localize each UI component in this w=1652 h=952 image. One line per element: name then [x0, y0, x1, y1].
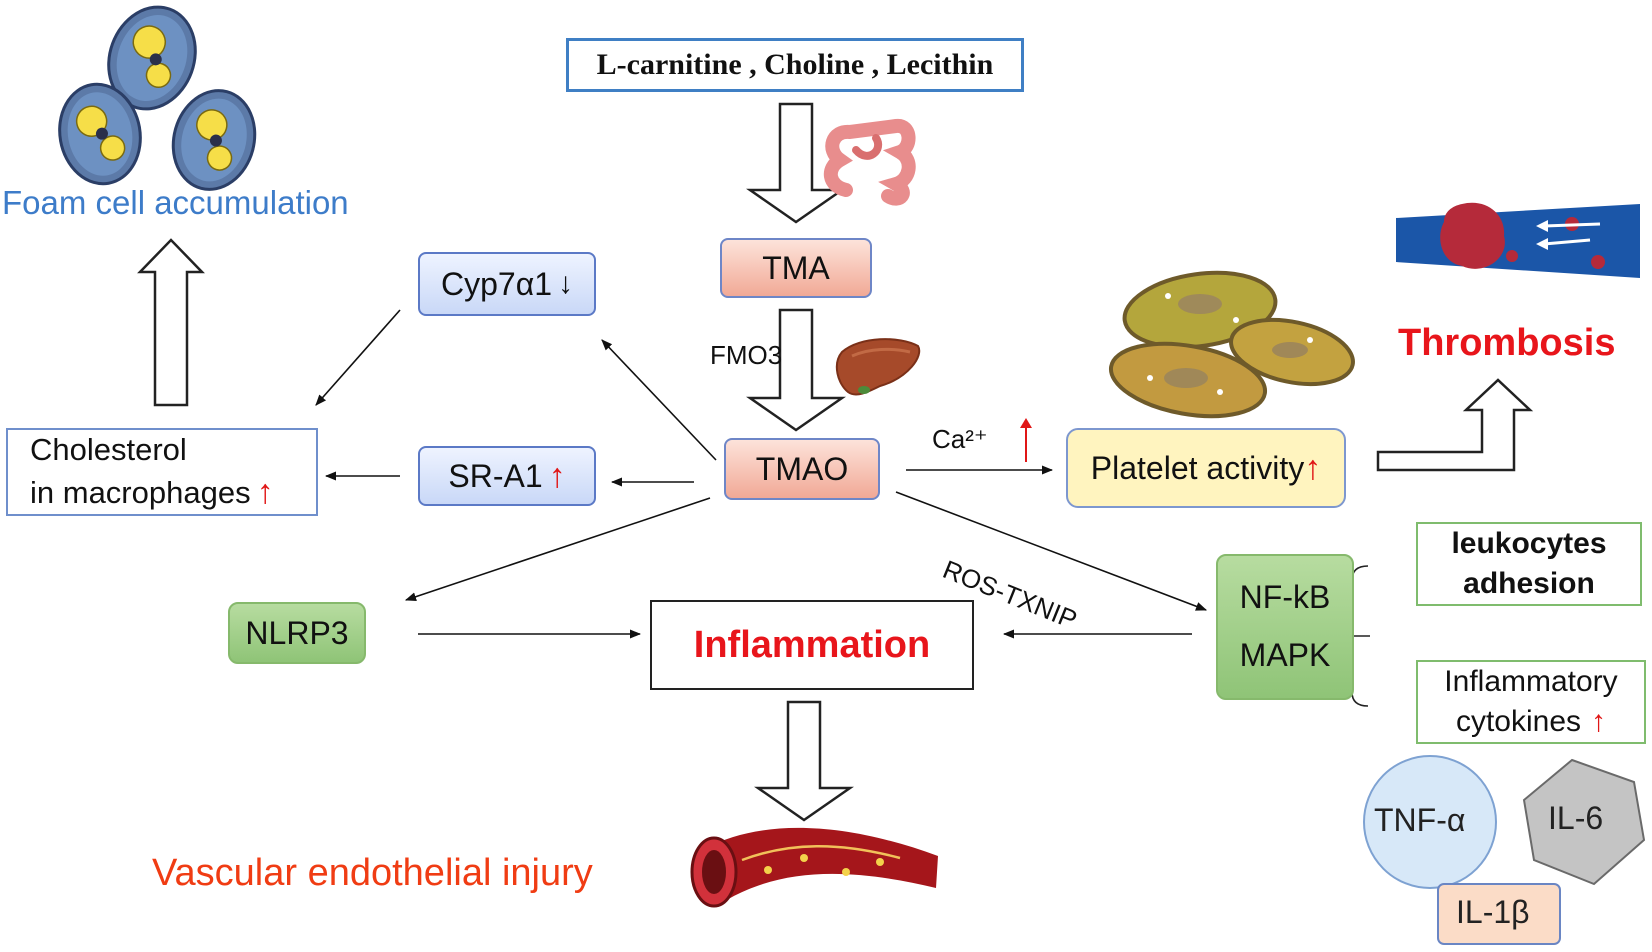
- up-arrow-icon: ↑: [1304, 448, 1322, 487]
- inflammation-box: Inflammation: [650, 600, 974, 690]
- cyp-box: Cyp7α1 ↓: [418, 252, 596, 316]
- arrow-cyp-to-cholesterol: [315, 309, 401, 406]
- platelet-label: Platelet activity: [1090, 449, 1305, 486]
- nfkb-mapk-box: NF-kB MAPK: [1216, 554, 1354, 700]
- blood-vessel-illustration: [690, 827, 938, 908]
- tmao-box: TMAO: [724, 438, 880, 500]
- tnf-label: TNF-α: [1374, 802, 1466, 838]
- block-arrow-to-thrombosis: [1376, 378, 1534, 472]
- block-arrow-sources-to-tma: [746, 102, 846, 224]
- block-arrow-tma-to-tmao: [746, 308, 846, 432]
- leukocytes-line-1: leukocytes: [1451, 526, 1607, 560]
- up-arrow-icon: ↑: [256, 473, 274, 512]
- cholesterol-line-2: in macrophages: [30, 475, 251, 511]
- sources-label: L-carnitine , Choline , Lecithin: [596, 48, 994, 81]
- il6-label: IL-6: [1548, 800, 1604, 836]
- up-arrow-icon: ↑: [548, 456, 566, 495]
- cytokines-line-1: Inflammatory: [1444, 664, 1618, 698]
- il6-hexagon: [1522, 758, 1646, 886]
- thrombus-vessel-illustration: [1396, 202, 1640, 278]
- sra1-box: SR-A1 ↑: [418, 446, 596, 506]
- nfkb-label: NF-kB: [1239, 579, 1331, 616]
- block-arrow-to-foam: [137, 238, 205, 407]
- fmo3-label: FMO3: [710, 340, 783, 370]
- vascular-title: Vascular endothelial injury: [152, 852, 593, 894]
- liver-illustration: [835, 338, 921, 396]
- leukocytes-line-2: adhesion: [1463, 567, 1595, 600]
- tmao-label: TMAO: [755, 450, 849, 487]
- up-arrow-icon: ↑: [1591, 705, 1607, 738]
- arrow-tmao-to-cyp: [601, 339, 717, 461]
- sources-box: L-carnitine , Choline , Lecithin: [566, 38, 1024, 92]
- tma-box: TMA: [720, 238, 872, 298]
- foam-cell-title: Foam cell accumulation: [2, 184, 349, 221]
- intestine-illustration: [824, 119, 916, 206]
- platelet-box: Platelet activity ↑: [1066, 428, 1346, 508]
- arrow-tmao-to-nfkb: [895, 491, 1208, 611]
- sra1-label: SR-A1: [448, 457, 543, 494]
- leukocytes-box: leukocytes adhesion: [1416, 522, 1642, 606]
- nlrp3-box: NLRP3: [228, 602, 366, 664]
- tnf-circle: [1363, 755, 1497, 889]
- mapk-label: MAPK: [1239, 637, 1331, 673]
- il1b-label: IL-1β: [1456, 894, 1530, 930]
- ca-label: Ca²⁺: [932, 424, 988, 454]
- down-arrow-icon: ↓: [558, 267, 573, 300]
- nlrp3-label: NLRP3: [245, 614, 349, 651]
- platelet-illustration: [1108, 270, 1355, 419]
- arrow-tmao-to-nlrp3: [404, 497, 711, 602]
- cytokines-line-2: cytokines: [1455, 705, 1582, 738]
- block-arrow-to-vascular: [754, 700, 854, 822]
- cytokines-box: Inflammatory cytokines ↑: [1416, 660, 1646, 744]
- il1b-box: [1437, 883, 1561, 945]
- foam-cell-illustration: [58, 5, 257, 191]
- tma-label: TMA: [762, 249, 830, 286]
- thrombosis-title: Thrombosis: [1398, 322, 1616, 364]
- cyp-label: Cyp7α1: [441, 265, 552, 302]
- cholesterol-box: Cholesterol in macrophages↑: [6, 428, 318, 516]
- cholesterol-line-1: Cholesterol: [30, 431, 187, 467]
- inflammation-label: Inflammation: [693, 623, 931, 666]
